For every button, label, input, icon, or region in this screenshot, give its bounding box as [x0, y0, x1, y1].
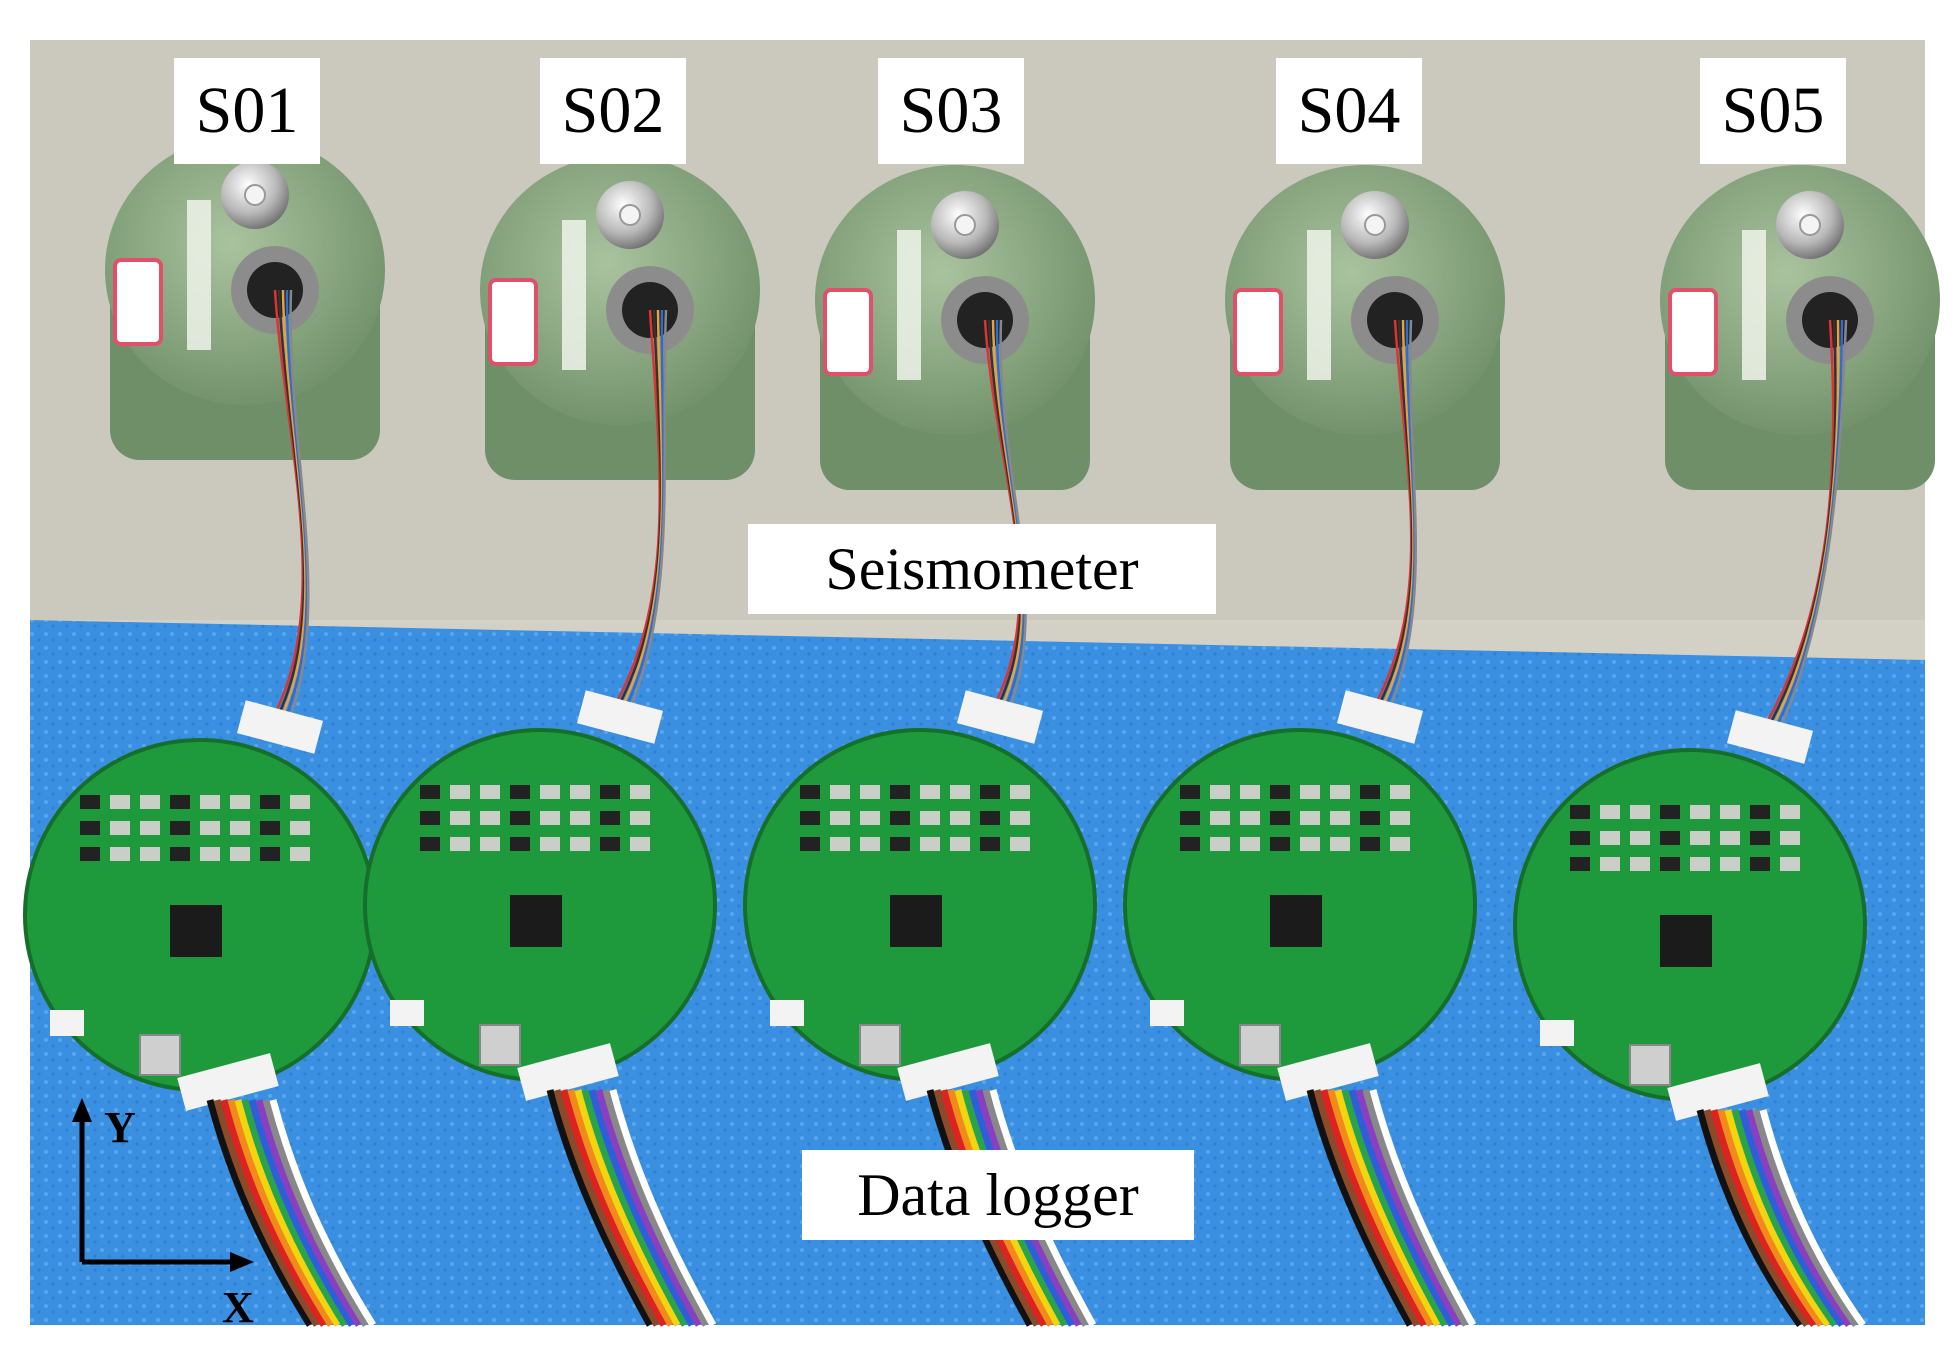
seismometer-callout: Seismometer — [748, 524, 1216, 614]
station-label-s02: S02 — [540, 58, 686, 164]
seismometer-5 — [1660, 165, 1940, 751]
seismometer-1 — [105, 135, 385, 741]
data-logger-board-2 — [363, 690, 717, 1327]
seismometer-4 — [1225, 165, 1505, 731]
data-logger-board-3 — [743, 690, 1097, 1327]
data-logger-group — [23, 690, 1867, 1328]
data-logger-board-4 — [1123, 690, 1477, 1327]
station-label-s05: S05 — [1700, 58, 1846, 164]
seismometer-group — [105, 135, 1940, 751]
station-label-s04: S04 — [1276, 58, 1422, 164]
data-logger-board-5 — [1513, 710, 1867, 1328]
station-label-s01: S01 — [174, 58, 320, 164]
data-logger-board-1 — [23, 700, 377, 1327]
axis-indicator — [72, 1098, 254, 1272]
seismometer-3 — [815, 165, 1095, 731]
station-label-s03: S03 — [878, 58, 1024, 164]
data-logger-callout: Data logger — [802, 1150, 1194, 1240]
seismometer-2 — [480, 155, 760, 731]
axis-label-y: Y — [104, 1103, 136, 1152]
axis-label-x: X — [222, 1283, 254, 1332]
